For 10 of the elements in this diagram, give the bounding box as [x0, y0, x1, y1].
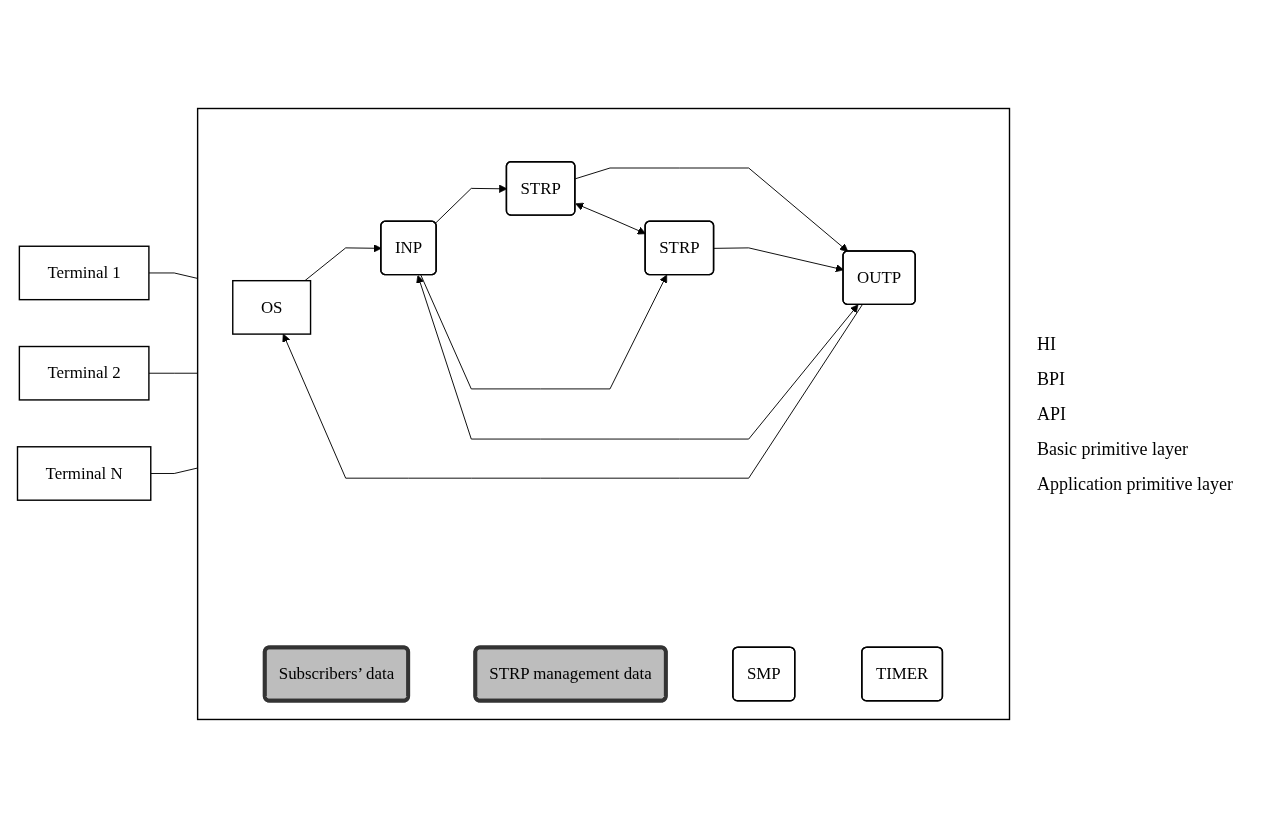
node-box: [232, 280, 312, 335]
interface-label: Basic primitive layer: [1036, 437, 1189, 461]
node-box: [16, 446, 152, 501]
interface-label: API: [1036, 402, 1067, 426]
node-box: [18, 245, 150, 301]
interface-label: BPI: [1036, 367, 1066, 391]
node-box: [18, 345, 150, 401]
cluster: [196, 107, 1011, 721]
interface-label: HI: [1036, 332, 1057, 356]
interface-label: Application primitive layer: [1036, 472, 1234, 496]
